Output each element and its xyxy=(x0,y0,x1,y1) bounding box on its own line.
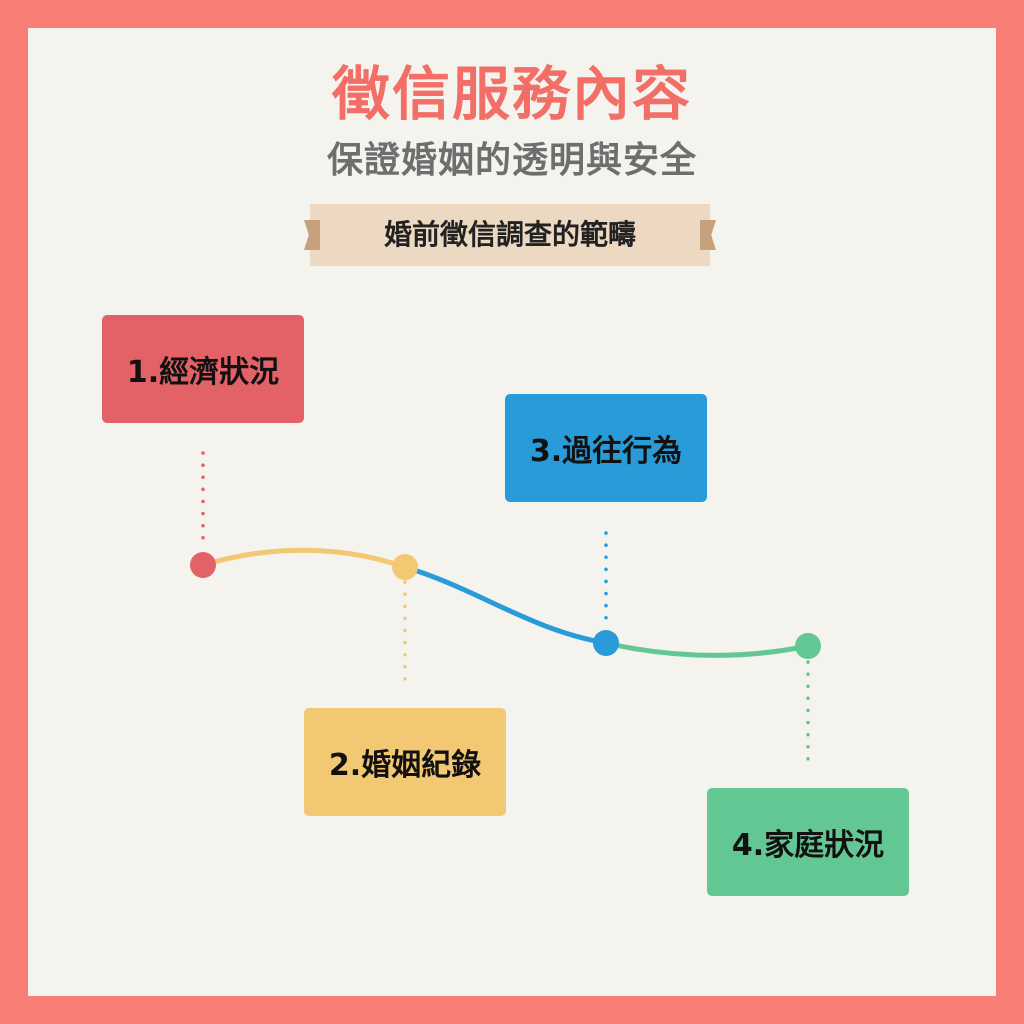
step-label-2: 2.婚姻紀錄 xyxy=(328,748,482,783)
step-box-2: 2.婚姻紀錄 xyxy=(304,708,506,816)
node-3 xyxy=(593,630,619,656)
page-title: 徵信服務內容 xyxy=(331,60,692,128)
node-1 xyxy=(190,552,216,578)
node-2 xyxy=(392,554,418,580)
banner-ribbon xyxy=(310,204,710,266)
page-subtitle: 保證婚姻的透明與安全 xyxy=(326,140,697,181)
node-4 xyxy=(795,633,821,659)
banner-tab-left xyxy=(304,220,320,250)
banner-label: 婚前徵信調查的範疇 xyxy=(383,218,636,251)
step-box-3: 3.過往行為 xyxy=(505,394,707,502)
step-label-4: 4.家庭狀況 xyxy=(731,828,885,863)
banner-tab-right xyxy=(700,220,716,250)
step-label-1: 1.經濟狀況 xyxy=(126,355,280,390)
step-box-4: 4.家庭狀況 xyxy=(707,788,909,896)
curve-segment-1 xyxy=(202,547,406,570)
curve-segment-3 xyxy=(605,640,809,658)
step-box-1: 1.經濟狀況 xyxy=(102,315,304,423)
curve-segment-2 xyxy=(404,564,607,646)
step-label-3: 3.過往行為 xyxy=(529,434,683,469)
